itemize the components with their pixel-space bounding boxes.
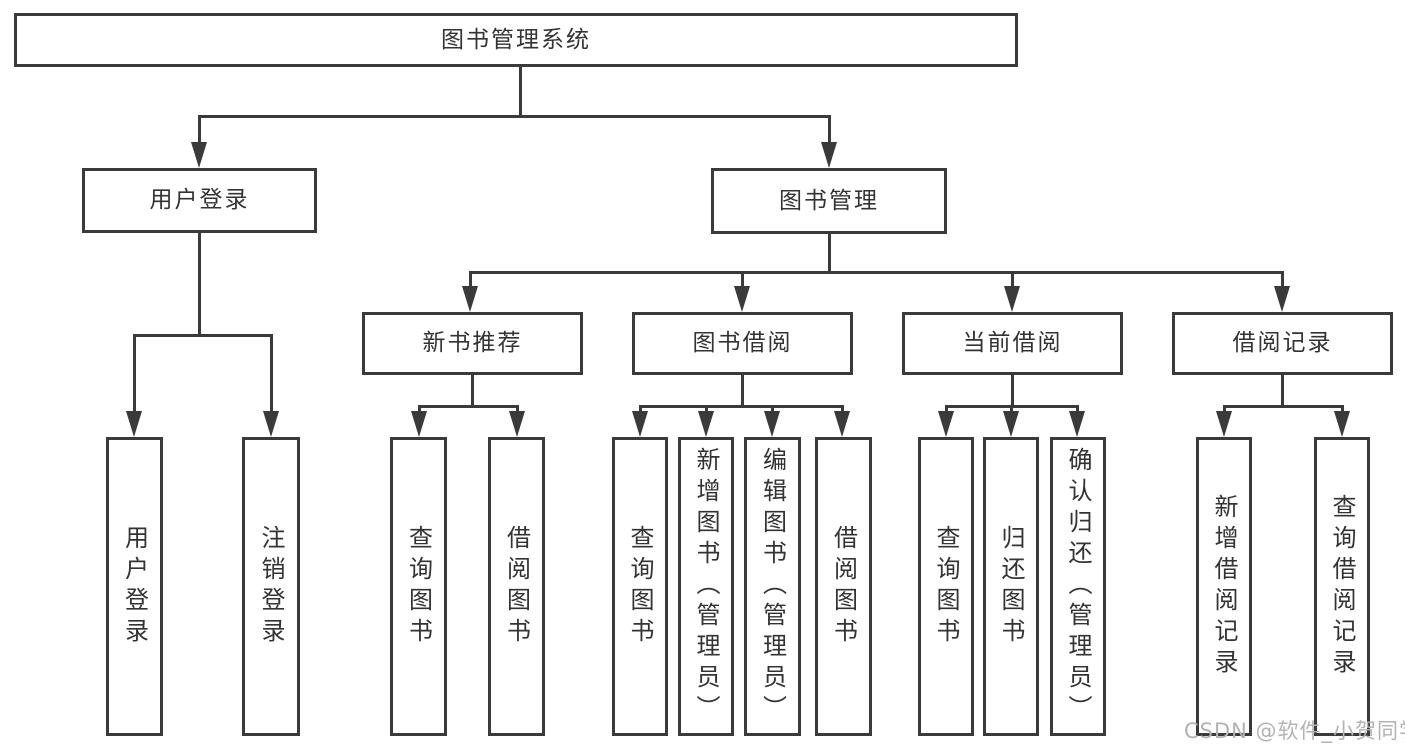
node-user-login-branch-label: 用户登录 [149, 187, 250, 213]
leaf-query-books-3: 查询图书 [918, 437, 974, 736]
arrow-group1-child2 [764, 411, 780, 437]
leaf-confirm-return-admin: 确认归还（管理员） [1050, 437, 1106, 736]
connector-book-branch-stub [828, 234, 831, 273]
connector-group1-split [639, 405, 844, 408]
arrow-to-book-branch [821, 142, 837, 168]
connector-to-book-branch [828, 115, 831, 143]
connector-level3-branch [469, 271, 1284, 274]
node-book-borrowing-label: 图书借阅 [692, 330, 793, 356]
leaf-borrow-books-1: 借阅图书 [488, 437, 545, 736]
connector-group0-child0 [418, 405, 421, 412]
connector-to-borrow-records [1281, 271, 1284, 287]
connector-to-book-borrow [741, 271, 744, 287]
leaf-borrow-books-1-label: 借阅图书 [502, 524, 531, 649]
connector-group3-child1 [1341, 405, 1344, 412]
leaf-query-books-1: 查询图书 [390, 437, 447, 736]
leaf-add-books-admin-label: 新增图书（管理员） [692, 447, 720, 726]
arrow-group3-child1 [1334, 411, 1350, 437]
leaf-borrow-books-2: 借阅图书 [815, 437, 872, 736]
connector-root-stub [519, 67, 522, 117]
connector-group1-child2 [771, 405, 774, 412]
leaf-user-login: 用户登录 [106, 437, 163, 736]
connector-group1-child3 [841, 405, 844, 412]
arrow-to-current-borrow [1004, 286, 1020, 312]
leaf-logout: 注销登录 [242, 437, 300, 736]
connector-group2-stub [1011, 375, 1014, 408]
csdn-watermark: CSDN @软件_小贺同学 [1184, 719, 1405, 743]
node-root-label: 图书管理系统 [441, 26, 591, 53]
connector-group2-child2 [1076, 405, 1079, 412]
leaf-confirm-return-admin-label: 确认归还（管理员） [1064, 447, 1092, 726]
connector-group1-child1 [705, 405, 708, 412]
connector-to-current-borrow [1011, 271, 1014, 287]
connector-to-new-books [469, 271, 472, 287]
leaf-add-borrow-record-label: 新增借阅记录 [1210, 493, 1238, 680]
node-borrowing-records-label: 借阅记录 [1232, 330, 1333, 356]
node-new-book-recommend-label: 新书推荐 [422, 330, 523, 356]
leaf-return-books-label: 归还图书 [997, 524, 1025, 649]
connector-group3-child0 [1223, 405, 1226, 412]
arrow-group2-child2 [1069, 411, 1085, 437]
arrow-to-new-books [462, 286, 478, 312]
connector-user-branch-stub [198, 233, 201, 337]
leaf-add-borrow-record: 新增借阅记录 [1196, 437, 1252, 736]
node-book-management-branch: 图书管理 [711, 168, 947, 234]
node-current-borrowing: 当前借阅 [902, 312, 1123, 375]
arrow-to-user-login-leaf [126, 411, 142, 437]
connector-user-branch-split [133, 334, 273, 337]
arrow-group1-child3 [834, 411, 850, 437]
connector-group3-stub [1281, 375, 1284, 408]
leaf-query-borrow-record: 查询借阅记录 [1314, 437, 1370, 736]
connector-level1-branch [198, 115, 831, 118]
leaf-query-books-2-label: 查询图书 [626, 524, 654, 649]
arrow-to-book-borrow [734, 286, 750, 312]
arrow-to-logout-leaf [263, 411, 279, 437]
connector-group2-child1 [1010, 405, 1013, 412]
connector-to-user-branch [198, 115, 201, 143]
node-book-management-branch-label: 图书管理 [779, 187, 879, 214]
connector-group1-stub [741, 375, 744, 408]
leaf-query-books-1-label: 查询图书 [404, 524, 433, 649]
node-new-book-recommend: 新书推荐 [362, 312, 583, 375]
leaf-logout-label: 注销登录 [257, 524, 285, 649]
leaf-return-books: 归还图书 [983, 437, 1039, 736]
leaf-borrow-books-2-label: 借阅图书 [829, 524, 858, 649]
connector-group2-child0 [945, 405, 948, 412]
leaf-user-login-label: 用户登录 [120, 524, 149, 649]
arrow-group3-child0 [1216, 411, 1232, 437]
arrow-group1-child0 [632, 411, 648, 437]
leaf-edit-books-admin: 编辑图书（管理员） [744, 437, 801, 736]
connector-to-user-login-leaf [133, 334, 136, 412]
arrow-group0-child1 [509, 411, 525, 437]
node-user-login-branch: 用户登录 [82, 168, 317, 233]
arrow-group0-child0 [411, 411, 427, 437]
connector-group0-child1 [516, 405, 519, 412]
node-borrowing-records: 借阅记录 [1172, 312, 1393, 375]
leaf-query-books-3-label: 查询图书 [932, 524, 960, 649]
leaf-edit-books-admin-label: 编辑图书（管理员） [758, 447, 787, 726]
connector-group0-stub [471, 375, 474, 408]
arrow-group2-child1 [1003, 411, 1019, 437]
leaf-add-books-admin: 新增图书（管理员） [678, 437, 734, 736]
leaf-query-books-2: 查询图书 [612, 437, 668, 736]
connector-group1-child0 [639, 405, 642, 412]
node-book-borrowing: 图书借阅 [632, 312, 853, 375]
leaf-query-borrow-record-label: 查询借阅记录 [1328, 493, 1356, 680]
node-current-borrowing-label: 当前借阅 [962, 330, 1063, 356]
connector-to-logout-leaf [270, 334, 273, 412]
arrow-group2-child0 [938, 411, 954, 437]
arrow-to-borrow-records [1274, 286, 1290, 312]
arrow-group1-child1 [698, 411, 714, 437]
connector-group3-split [1223, 405, 1343, 408]
connector-group0-split [418, 405, 518, 408]
arrow-to-user-branch [191, 142, 207, 168]
node-root: 图书管理系统 [14, 13, 1018, 67]
